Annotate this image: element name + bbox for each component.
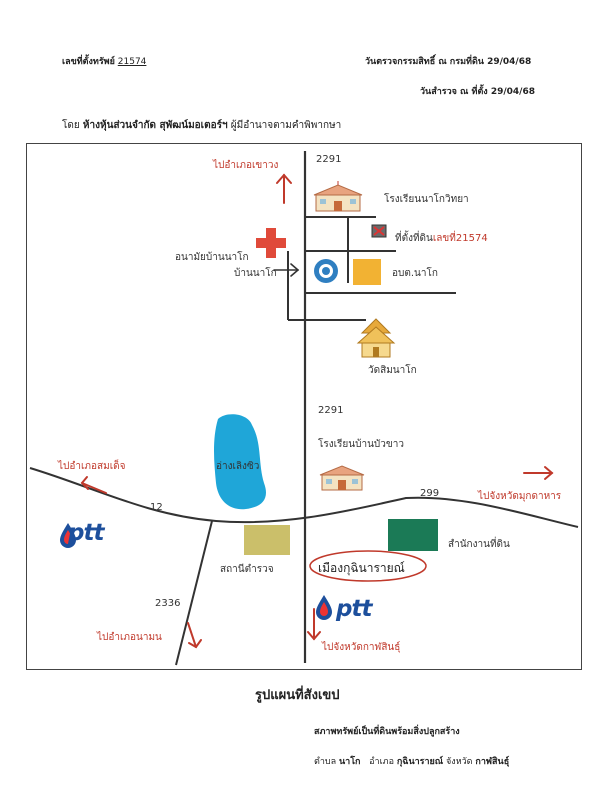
province-value: กาฬสินธุ์ — [475, 757, 510, 767]
direction-north: ไปอำเภอเขาวง — [213, 160, 279, 171]
amphoe-value: กุฉินารายณ์ — [396, 757, 444, 767]
village-target-icon — [314, 259, 338, 283]
label-village: บ้านนาโก — [234, 268, 277, 279]
road-2336 — [175, 520, 213, 666]
reservoir-shape — [214, 414, 266, 510]
amphoe-label: อำเภอ — [369, 757, 394, 767]
school-top-icon — [313, 181, 363, 212]
by-suffix: ผู้มีอำนาจตามคำพิพากษา — [230, 120, 342, 131]
survey-date: วันสำรวจ ณ ที่ตั้ง 29/04/68 — [420, 87, 535, 97]
road-label-299: 299 — [420, 488, 440, 499]
arrow-southwest-icon — [187, 622, 202, 649]
village-streets — [287, 216, 456, 321]
site-prefix: ที่ตั้งที่ดิน — [395, 233, 433, 244]
property-condition: สภาพทรัพย์เป็นที่ดินพร้อมสิ่งปลูกสร้าง — [314, 727, 460, 737]
direction-west: ไปอำเภอสมเด็จ — [58, 461, 126, 472]
road-label-2291-mid: 2291 — [318, 405, 344, 416]
tambon-value: นาโก — [339, 757, 361, 767]
direction-south: ไปจังหวัดกาฬสินธุ์ — [322, 642, 401, 653]
label-site: ที่ตั้งที่ดินเลขที่21574 — [395, 231, 488, 246]
police-box — [244, 525, 290, 555]
school-mid-icon — [319, 465, 365, 491]
hospital-cross-icon — [256, 228, 286, 258]
road-12-299 — [29, 467, 579, 528]
label-police: สถานีตำรวจ — [220, 564, 274, 575]
arrow-east-icon — [523, 466, 554, 480]
road-label-12: 12 — [150, 502, 163, 513]
ptt-brand-left: ptt — [68, 520, 104, 546]
label-school-top: โรงเรียนนาโกวิทยา — [384, 194, 469, 205]
location-line: ตำบล นาโก อำเภอ กุฉินารายณ์ จังหวัด กาฬส… — [314, 754, 509, 768]
road-label-2336: 2336 — [155, 598, 181, 609]
by-prefix: โดย — [62, 120, 80, 131]
label-tao: อบต.นาโก — [392, 268, 438, 279]
label-school-mid: โรงเรียนบ้านบัวขาว — [318, 439, 404, 450]
label-health-center: อนามัยบ้านนาโก — [175, 252, 249, 263]
road-label-2291-top: 2291 — [316, 154, 342, 165]
province-label: จังหวัด — [446, 757, 473, 767]
land-office-box — [388, 519, 438, 551]
direction-southwest: ไปอำเภอนามน — [97, 632, 162, 643]
direction-east: ไปจังหวัดมุกดาหาร — [478, 491, 562, 502]
arrow-west-icon — [80, 476, 107, 494]
temple-icon — [356, 318, 396, 358]
arrow-village-icon — [273, 263, 300, 277]
ptt-logo-bottom-icon — [316, 595, 332, 620]
deed-label: เลขที่ตั้งทรัพย์ — [62, 57, 115, 67]
check-title: วันตรวจกรรมสิทธิ์ ณ กรมที่ดิน 29/04/68 — [365, 57, 532, 67]
arrow-south-icon — [307, 608, 321, 641]
district-circle — [309, 550, 427, 582]
company-name: ห้างหุ้นส่วนจำกัด สุพัฒน์มอเตอร์ฯ — [82, 120, 228, 131]
by-line: โดย ห้างหุ้นส่วนจำกัด สุพัฒน์มอเตอร์ฯ ผู… — [62, 118, 341, 133]
site-marker-icon — [371, 224, 387, 238]
deed-line: เลขที่ตั้งทรัพย์ 21574 — [62, 54, 146, 68]
label-district: เมืองกุฉินารายณ์ — [318, 561, 405, 575]
site-number: เลขที่21574 — [432, 233, 488, 244]
label-temple: วัดสิมนาโก — [368, 365, 417, 376]
map-sketch — [26, 143, 582, 670]
ptt-brand-bottom: ptt — [336, 596, 372, 622]
label-land-office: สำนักงานที่ดิน — [448, 539, 510, 550]
tao-box — [353, 259, 381, 285]
tambon-label: ตำบล — [314, 757, 337, 767]
map-title: รูปแผนที่สังเขป — [255, 688, 340, 703]
deed-number: 21574 — [117, 57, 147, 67]
label-reservoir: อ่างเลิงซิว — [216, 461, 260, 472]
arrow-north-icon — [276, 173, 292, 204]
ptt-logo-left-icon — [60, 523, 76, 548]
